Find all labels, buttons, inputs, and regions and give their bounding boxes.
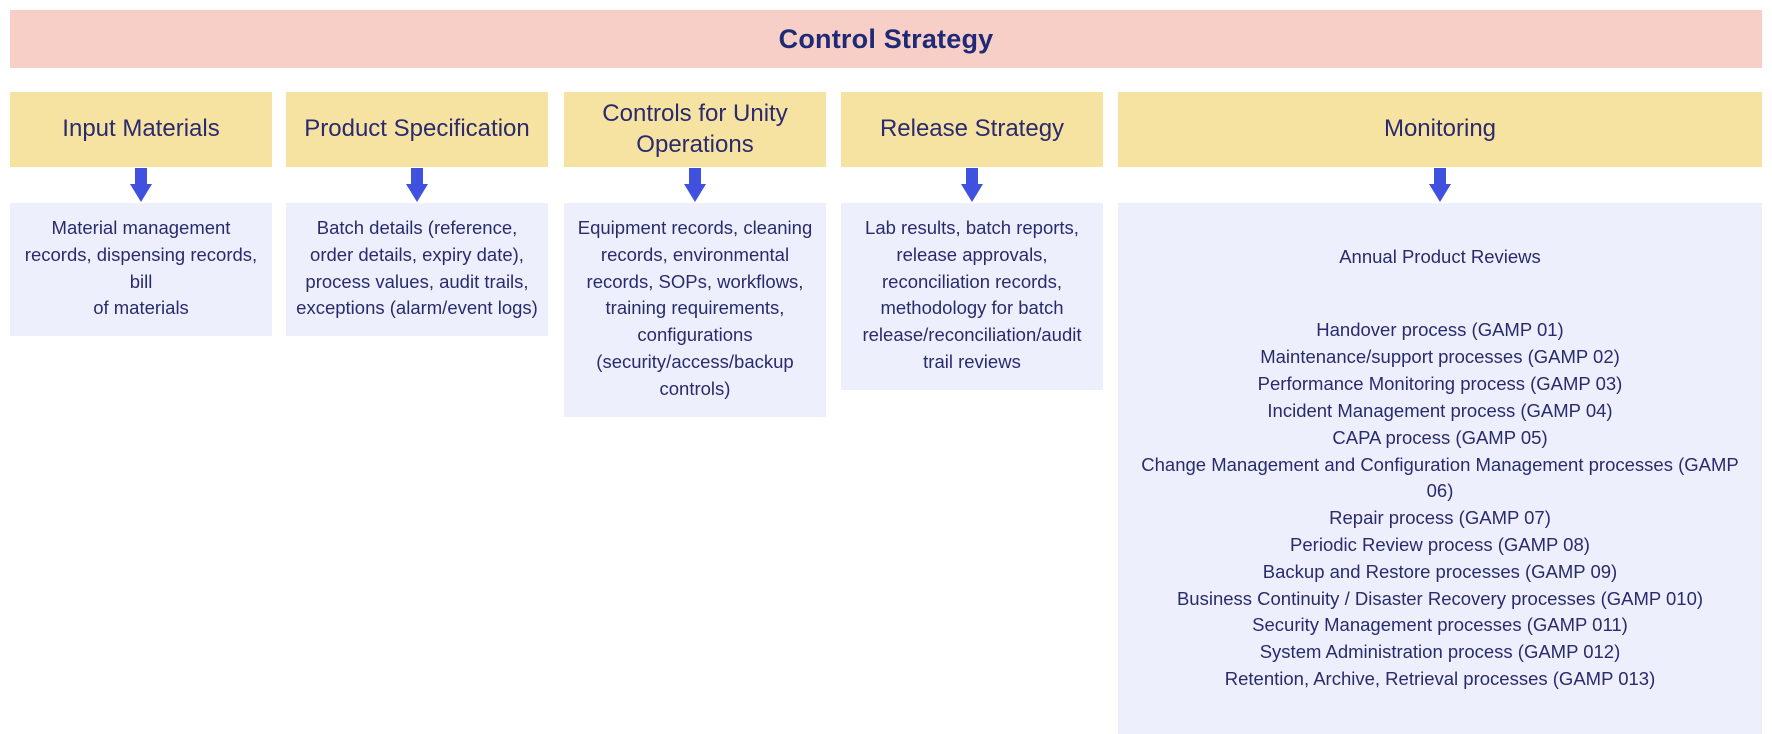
column-input-materials: Input Materials Material management reco… (10, 92, 272, 337)
column-header-monitoring: Monitoring (1118, 92, 1762, 167)
down-arrow-icon (684, 168, 706, 202)
column-product-specification: Product Specification Batch details (ref… (286, 92, 548, 337)
list-item: Handover process (GAMP 01) (1316, 319, 1564, 341)
down-arrow-icon (1429, 168, 1451, 202)
list-item: Security Management processes (GAMP 011) (1252, 614, 1628, 636)
list-item: Change Management and Configuration Mana… (1141, 453, 1739, 502)
column-monitoring: Monitoring Annual Product Reviews Handov… (1118, 92, 1762, 734)
column-body-monitoring: Annual Product Reviews Handover process … (1118, 203, 1762, 734)
arrow-release-strategy (841, 167, 1103, 203)
column-header-release-strategy: Release Strategy (841, 92, 1103, 167)
monitoring-process-list: Handover process (GAMP 01) Maintenance/su… (1128, 317, 1752, 692)
list-item: Periodic Review process (GAMP 08) (1290, 533, 1590, 555)
column-body-release-strategy: Lab results, batch reports, release appr… (841, 203, 1103, 390)
down-arrow-icon (406, 168, 428, 202)
list-item: Business Continuity / Disaster Recovery … (1176, 587, 1704, 609)
down-arrow-icon (130, 168, 152, 202)
list-item: Repair process (GAMP 07) (1329, 507, 1551, 529)
arrow-controls-for-unity-operations (564, 167, 826, 203)
column-body-input-materials: Material management records, dispensing … (10, 203, 272, 337)
column-body-product-specification: Batch details (reference, order details,… (286, 203, 548, 337)
column-release-strategy: Release Strategy Lab results, batch repo… (841, 92, 1103, 390)
page-title: Control Strategy (778, 23, 994, 54)
list-item: Maintenance/support processes (GAMP 02) (1260, 346, 1620, 368)
column-header-product-specification: Product Specification (286, 92, 548, 167)
list-item: Retention, Archive, Retrieval processes … (1224, 668, 1656, 689)
control-strategy-banner: Control Strategy (10, 10, 1762, 68)
arrow-monitoring (1118, 167, 1762, 203)
list-item: CAPA process (GAMP 05) (1332, 426, 1548, 448)
list-item: System Administration process (GAMP 012) (1259, 641, 1621, 663)
list-item: Performance Monitoring process (GAMP 03) (1257, 373, 1623, 395)
diagram-canvas: Control Strategy Input Materials Materia… (10, 10, 1762, 734)
list-item: Backup and Restore processes (GAMP 09) (1262, 560, 1618, 582)
column-header-input-materials: Input Materials (10, 92, 272, 167)
arrow-input-materials (10, 167, 272, 203)
column-controls-for-unity-operations: Controls for Unity Operations Equipment … (564, 92, 826, 417)
down-arrow-icon (961, 168, 983, 202)
column-header-controls-for-unity-operations: Controls for Unity Operations (564, 92, 826, 167)
arrow-product-specification (286, 167, 548, 203)
list-item: Incident Management process (GAMP 04) (1267, 399, 1613, 421)
column-body-controls-for-unity-operations: Equipment records, cleaning records, env… (564, 203, 826, 417)
monitoring-lead-text: Annual Product Reviews (1339, 245, 1541, 267)
